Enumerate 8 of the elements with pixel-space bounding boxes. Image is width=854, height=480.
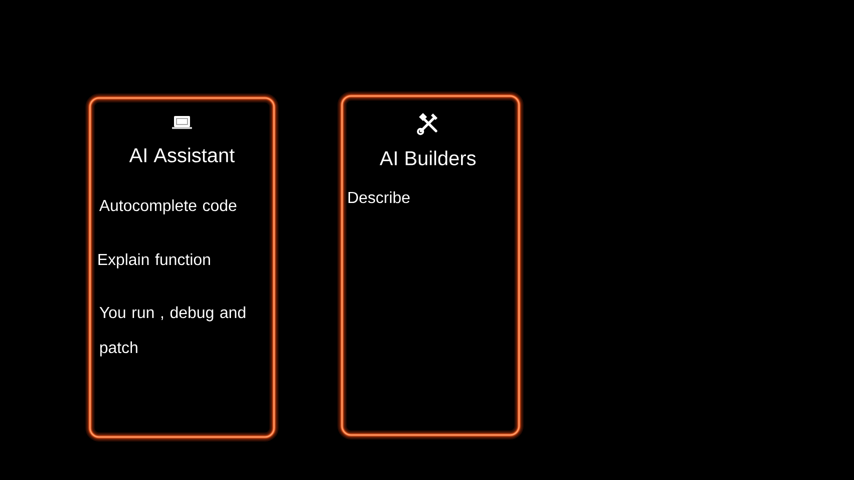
card [338, 92, 524, 440]
list-item: Explain function [98, 253, 210, 268]
list-item: You run , debug and patch [100, 306, 246, 356]
card-title: AI Builders [380, 150, 476, 166]
list-item: Autocomplete code [99, 199, 236, 214]
list-item: Describe [348, 191, 410, 204]
card-title: AI Assistant [129, 148, 235, 162]
card [86, 94, 278, 442]
